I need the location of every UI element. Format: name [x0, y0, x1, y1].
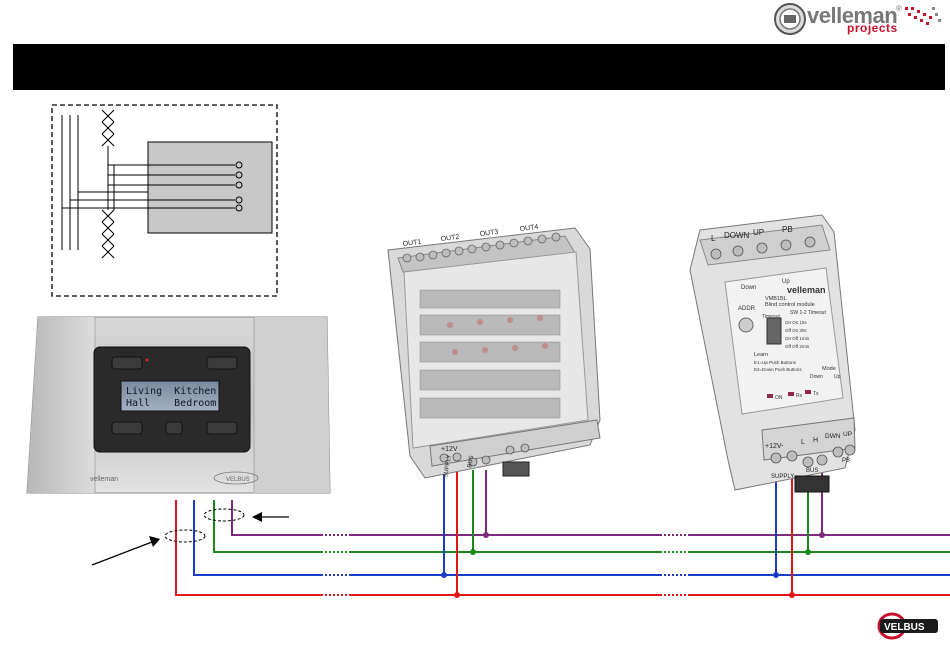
blind-mode-label: Mode: [822, 366, 836, 372]
blind-pb-label: PB: [842, 458, 850, 464]
callout-ellipse-bus: [203, 508, 245, 522]
blind-option-4: Off Off 2min: [785, 344, 810, 349]
arrow-left-icon: [252, 512, 289, 522]
logo-pixel-pattern: [905, 7, 941, 25]
twisted-pair-icon: [101, 109, 115, 259]
velleman-logo: velleman ® projects: [773, 1, 945, 37]
header-bar: [13, 44, 945, 90]
panel-bus-logo: VELBUS: [226, 477, 250, 483]
schematic-box: [51, 104, 278, 297]
blind-bottom-plus12v: +12V-: [765, 443, 784, 450]
blind-label-up: UP: [753, 228, 764, 237]
blind-top-terminals: [710, 236, 816, 260]
relay-din-clip: [502, 461, 530, 477]
blind-addr-dial-icon[interactable]: [738, 317, 754, 333]
arrow-up-right-icon: [91, 536, 160, 566]
blind-mode-down: Down: [810, 374, 823, 380]
blind-bottom-h: H: [813, 437, 818, 444]
blind-addr-label: ADDR: [738, 306, 756, 312]
blind-e2-label: E2=Down Push Buttons: [754, 367, 802, 372]
panel-button-top-right[interactable]: [206, 356, 238, 370]
blind-bottom-l: L: [801, 439, 805, 446]
blind-sw-label: SW 1-2 Timeout: [790, 310, 826, 316]
blind-e1-label: E1=Up Push Buttons: [754, 360, 797, 365]
relay-module: OUT1 OUT2 OUT3 OUT4 +12V BUS SUPPLY: [387, 224, 601, 479]
lcd-row-1: Living Kitchen: [126, 386, 216, 397]
relay-board-details: [419, 289, 561, 419]
wire-blue: [193, 500, 321, 576]
lcd-screen: [120, 380, 220, 412]
blind-down-led-label: Down: [741, 285, 756, 291]
callout-ellipse-supply: [164, 529, 206, 543]
blind-led-tx-label: Tx: [813, 391, 819, 397]
blind-option-3: On Off 1min: [785, 336, 810, 341]
panel-bus-logo-icon: [213, 471, 259, 485]
relay-out4: OUT4: [519, 224, 538, 233]
callouts: [91, 508, 289, 566]
panel-led: [145, 358, 149, 362]
blind-module: L DOWN UP PB Down Up velleman VMB1BL Bli…: [689, 214, 856, 493]
blind-model: VMB1BL: [765, 296, 787, 302]
relay-plus12v: +12V: [441, 446, 458, 453]
relay-supply-label: SUPPLY: [443, 454, 453, 478]
blind-description: Blind control module: [765, 302, 815, 308]
relay-out3: OUT3: [479, 229, 498, 238]
panel-button-bottom-mid[interactable]: [165, 421, 183, 435]
blind-led-on-label: ON: [775, 395, 783, 401]
wire-green: [213, 500, 321, 553]
lcd-row-2: Hall Bedroom: [126, 398, 216, 409]
blind-led-rx-label: Rx: [796, 393, 803, 399]
logo-emblem-icon: [774, 3, 806, 35]
relay-bottom-terminals: [439, 443, 530, 467]
lcd-control-panel: Living Kitchen Hall Bedroom velleman VEL…: [26, 316, 331, 494]
blind-learn-label: Learn: [754, 352, 768, 358]
blind-label-down: DOWN: [724, 231, 750, 240]
blind-label-l: L: [711, 234, 716, 243]
blind-bottom-terminals: [770, 444, 856, 468]
blind-mode-up: Up: [834, 374, 841, 380]
blind-led-on: [767, 394, 773, 398]
panel-maker-label: velleman: [90, 476, 118, 483]
logo-registered: ®: [896, 4, 902, 13]
blind-dip-switch[interactable]: [766, 317, 782, 345]
relay-bus-label: BUS: [467, 455, 475, 468]
blind-bottom-dwn: DWN: [825, 433, 841, 440]
bus-wires: [175, 458, 950, 596]
blind-supply-label: SUPPLY: [771, 474, 794, 480]
blind-up-led-label: Up: [782, 279, 790, 285]
blind-bus-label: BUS: [806, 468, 818, 474]
blind-bottom-up: UP: [843, 431, 852, 438]
logo-sub: projects: [847, 21, 898, 35]
blind-brand: velleman: [787, 285, 826, 295]
panel-button-bottom-left[interactable]: [111, 421, 143, 435]
velbus-logo-text: VELBUS: [884, 622, 925, 633]
logo-brand: velleman: [807, 3, 898, 28]
blind-din-clip: [794, 475, 830, 493]
blind-option-1: On On 15s: [785, 320, 808, 325]
wire-purple: [231, 500, 321, 536]
blind-label-pb: PB: [782, 225, 793, 234]
relay-out1: OUT1: [402, 239, 421, 248]
panel-button-top-left[interactable]: [111, 356, 143, 370]
panel-button-bottom-right[interactable]: [206, 421, 238, 435]
blind-led-tx: [805, 390, 811, 394]
blind-option-2: Off On 30s: [785, 328, 807, 333]
blind-led-rx: [788, 392, 794, 396]
blind-timeout-label: Timeout: [762, 314, 780, 320]
velbus-logo: VELBUS: [877, 612, 938, 640]
relay-out2: OUT2: [440, 234, 459, 243]
wire-red: [175, 500, 321, 596]
wire-junctions: [441, 532, 825, 598]
relay-top-terminals: [402, 232, 561, 263]
